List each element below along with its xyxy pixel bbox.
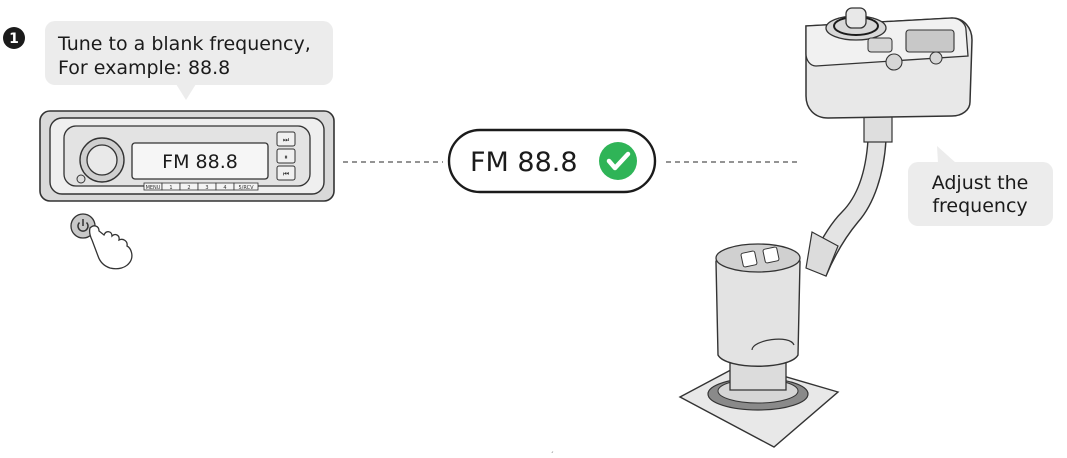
- preset-buttons: MENU 1 2 3 4 5/RCV: [143, 182, 259, 191]
- power-press: [70, 213, 133, 270]
- callout-left-line1: Tune to a blank frequency,: [57, 33, 311, 55]
- svg-text:⏸: ⏸: [284, 153, 288, 161]
- small-power-indicator-icon: [76, 174, 86, 184]
- preset-label: 1: [169, 185, 172, 191]
- callout-right-bubble: [908, 162, 1053, 226]
- callout-right: Adjust the frequency: [908, 146, 1053, 226]
- svg-text:⏮: ⏮: [283, 170, 289, 178]
- transmitter-round-button-icon: [885, 53, 903, 71]
- fm-transmitter: [678, 7, 973, 448]
- radio-lcd: [131, 142, 269, 180]
- step-number: 1: [9, 31, 19, 47]
- usb-port-icon: [740, 250, 758, 268]
- checkmark-icon: [599, 142, 637, 180]
- svg-text:⏭: ⏭: [283, 136, 290, 144]
- status-pill-outline: [447, 128, 657, 194]
- usb-face: [715, 243, 801, 273]
- car-radio: FM 88.8 ⏭ ⏸ ⏮ MENU 1 2 3 4 5/RCV: [39, 110, 335, 202]
- callout-left-bubble: [45, 21, 333, 85]
- tuning-knob-icon: [845, 7, 867, 29]
- previous-track-icon: [276, 165, 296, 181]
- step-badge-circle: [3, 27, 25, 49]
- transmitter-small-button-icon: [929, 51, 943, 65]
- preset-label: 2: [187, 185, 190, 191]
- status-pill-text: FM 88.8: [470, 147, 578, 178]
- next-track-icon: [276, 131, 296, 147]
- preset-label: MENU: [146, 185, 161, 191]
- frequency-status-pill: FM 88.8: [447, 128, 657, 194]
- radio-lcd-text: FM 88.8: [162, 151, 238, 173]
- transmitter-screen: [905, 29, 955, 53]
- arm-collar: [805, 231, 839, 277]
- callout-left: Tune to a blank frequency, For example: …: [45, 21, 333, 100]
- svg-text:´: ´: [550, 450, 554, 458]
- pointing-hand-icon: [88, 225, 133, 270]
- callout-right-line1: Adjust the: [932, 172, 1029, 194]
- pause-icon: [276, 148, 296, 164]
- callout-right-line2: frequency: [932, 195, 1027, 217]
- usb-port-icon: [762, 246, 780, 264]
- volume-knob-icon: [86, 144, 118, 176]
- preset-label: 4: [223, 185, 226, 191]
- preset-button: [233, 182, 259, 191]
- arm-joint: [863, 115, 893, 143]
- callout-left-line2: For example: 88.8: [58, 57, 230, 79]
- preset-label: 3: [205, 185, 208, 191]
- step-badge: 1: [3, 27, 25, 49]
- callout-right-tail: [937, 146, 956, 163]
- transmitter-button-icon: [867, 37, 893, 53]
- preset-label: 5/RCV: [238, 185, 254, 191]
- callout-left-tail: [176, 84, 196, 100]
